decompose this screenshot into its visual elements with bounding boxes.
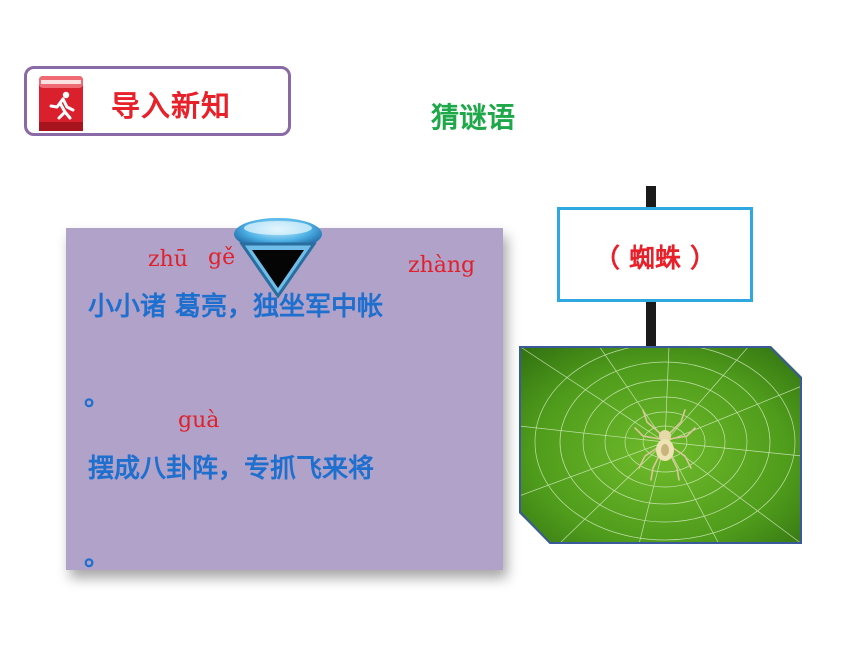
down-arrow-icon [234,218,322,299]
pinyin-zhu: zhū [148,247,188,272]
pinyin-gua: guà [178,408,220,433]
sign-post-bottom [646,300,656,346]
section-title: 导入新知 [111,89,232,123]
sign-post-top [646,186,656,210]
riddle-heading: 猜谜语 [431,101,516,134]
pinyin-ge: gě [208,245,236,270]
pinyin-zhang: zhàng [408,253,476,278]
spider-web-photo [519,346,802,544]
section-header: 导入新知 [24,66,291,136]
riddle-line-1-end: 。 [84,382,111,412]
riddle-line-1: 小小诸 葛亮，独坐军中帐 [88,292,384,322]
riddle-line-2-end: 。 [84,542,111,572]
running-person-book-icon [39,76,83,131]
answer-text: （ 蜘蛛 ） [593,244,717,274]
answer-box: （ 蜘蛛 ） [557,207,753,302]
riddle-line-2: 摆成八卦阵，专抓飞来将 [88,454,375,484]
